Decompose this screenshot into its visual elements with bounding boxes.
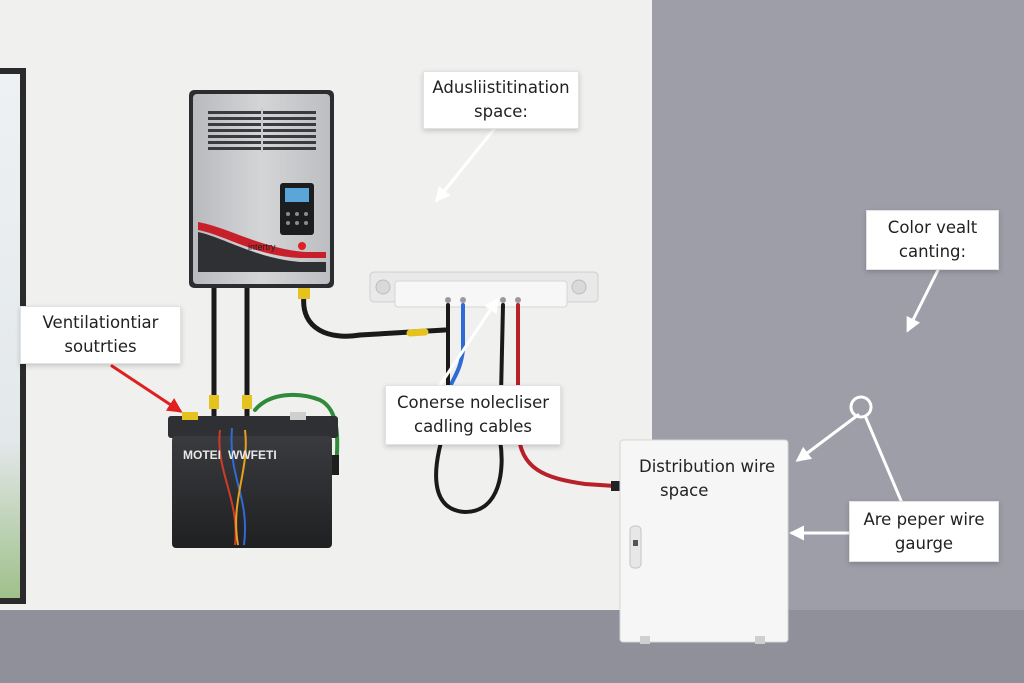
arrow-cables-label <box>438 297 499 387</box>
callout-adjust-space-line1: Adusliistitination <box>432 78 570 97</box>
callout-ventilation: Ventilationtiar soutrties <box>20 306 181 364</box>
inverter-indicator-light <box>298 242 306 250</box>
battery: MOTEI WWFETI <box>168 412 338 548</box>
arrow-gauge-to-distribution <box>795 413 860 462</box>
inverter-vent <box>208 108 316 152</box>
arrow-color-label <box>906 268 940 333</box>
callout-cables-line2: cadling cables <box>414 417 532 436</box>
callout-adjust-space-line2: space: <box>474 102 528 121</box>
green-cable <box>253 392 340 472</box>
callout-gauge-line1: Are peper wire <box>863 509 985 529</box>
arrow-gauge-node <box>849 395 873 419</box>
callout-color-line1: Color vealt <box>887 218 978 237</box>
black-cable-inverter-busbar <box>301 292 448 339</box>
callout-adjust-space: Adusliistitination space: <box>423 71 579 129</box>
callout-distribution-line2: space <box>660 481 709 500</box>
cables <box>209 285 621 515</box>
callout-distribution-line1: Distribution wire <box>639 457 776 476</box>
wall-busbar <box>369 271 599 308</box>
callout-color: Color vealt canting: <box>866 210 999 270</box>
arrow-gauge-stem <box>864 416 904 505</box>
window <box>0 68 26 604</box>
callout-cables-line1: Conerse nolecliser <box>396 393 550 412</box>
inverter-red-accent <box>198 222 326 258</box>
black-loop-cable <box>434 303 505 515</box>
arrow-top-label <box>435 126 497 203</box>
callout-gauge: Are peper wire gaurge <box>849 501 999 562</box>
callout-ventilation-line1: Ventilationtiar <box>42 313 159 332</box>
yellow-sleeve <box>406 328 429 337</box>
callout-distribution: Distribution wire space <box>623 450 775 508</box>
callout-cables: Conerse nolecliser cadling cables <box>385 385 561 445</box>
distribution-box <box>619 439 789 644</box>
pointer-arrows <box>110 126 940 541</box>
inverter-display-panel <box>280 183 314 235</box>
battery-label-left: MOTEI <box>183 448 221 462</box>
inverter-brand-label: intertry <box>248 242 276 252</box>
callout-ventilation-line2: soutrties <box>64 337 137 356</box>
floor <box>0 610 1024 683</box>
inverter-unit: intertry <box>189 90 334 288</box>
callout-gauge-line2: gaurge <box>894 533 954 553</box>
arrow-ventilation-label <box>110 364 183 413</box>
callout-color-line2: canting: <box>898 242 967 261</box>
battery-label-right: WWFETI <box>228 448 277 462</box>
